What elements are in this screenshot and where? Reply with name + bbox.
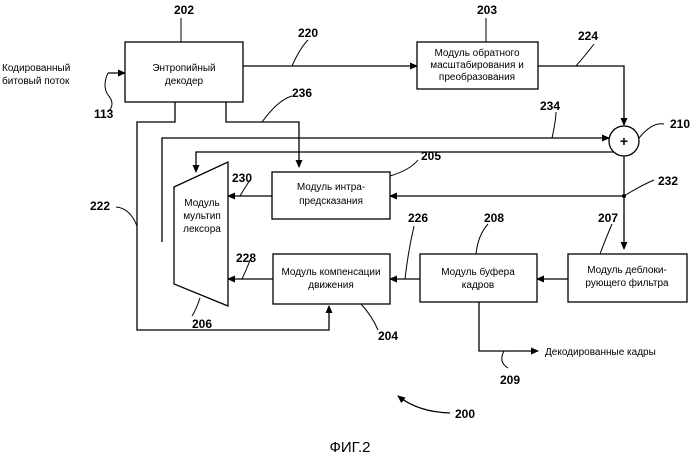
motion-compensation-block xyxy=(273,254,390,304)
ref-226: 226 xyxy=(408,211,428,225)
ref-200: 200 xyxy=(455,407,475,421)
entropy-decoder-line-1: Энтропийный xyxy=(152,63,215,74)
multiplexer-line-1: Модуль xyxy=(184,198,219,209)
multiplexer-line-3: лексора xyxy=(183,224,221,235)
leader-207 xyxy=(600,224,612,254)
figure-caption: ФИГ.2 xyxy=(330,439,371,456)
frame-buffer-line-2: кадров xyxy=(462,280,494,291)
figure-pointer-arrow xyxy=(398,396,450,413)
output-label: Декодированные кадры xyxy=(545,347,656,358)
ref-234: 234 xyxy=(540,99,560,113)
ref-204: 204 xyxy=(378,329,398,343)
frame-buffer-line-1: Модуль буфера xyxy=(441,266,515,278)
motion-compensation-line-2: движения xyxy=(308,280,354,291)
inverse-transform-line-2: масштабирования и xyxy=(430,59,524,71)
ref-228: 228 xyxy=(236,251,256,265)
ref-236: 236 xyxy=(292,86,312,100)
ref-210: 210 xyxy=(670,117,690,131)
leader-209 xyxy=(502,351,508,368)
leader-232 xyxy=(624,180,654,196)
ref-222: 222 xyxy=(90,199,110,213)
multiplexer-line-2: мультип xyxy=(183,211,221,222)
leader-208 xyxy=(476,224,488,254)
ref-224: 224 xyxy=(578,29,598,43)
leader-224 xyxy=(576,44,594,66)
leader-222 xyxy=(116,207,137,226)
arrow-236 xyxy=(226,102,299,167)
ref-202: 202 xyxy=(174,3,194,17)
leader-220 xyxy=(292,40,308,66)
input-label-line-1: Кодированный xyxy=(2,63,70,74)
arrow-224 xyxy=(538,66,624,125)
leader-205 xyxy=(390,160,418,176)
entropy-decoder-line-2: декодер xyxy=(165,76,204,87)
leader-234 xyxy=(552,112,556,138)
leader-226 xyxy=(405,226,414,279)
deblocking-filter-line-2: рующего фильтра xyxy=(585,277,669,289)
ref-209: 209 xyxy=(500,373,520,387)
ref-230: 230 xyxy=(232,171,252,185)
ref-208: 208 xyxy=(484,211,504,225)
leader-210 xyxy=(639,124,664,138)
ref-113: 113 xyxy=(94,107,114,121)
adder-symbol: + xyxy=(620,133,628,149)
inverse-transform-line-1: Модуль обратного xyxy=(434,47,520,59)
ref-206: 206 xyxy=(192,317,212,331)
input-label-line-2: битовый поток xyxy=(2,75,70,87)
leader-204 xyxy=(361,304,378,330)
arrow-output xyxy=(479,302,538,351)
inverse-transform-line-3: преобразования xyxy=(439,71,515,83)
ref-220: 220 xyxy=(298,26,318,40)
intra-prediction-line-1: Модуль интра- xyxy=(297,182,365,193)
leader-236 xyxy=(262,96,292,122)
ref-207: 207 xyxy=(598,211,618,225)
intra-prediction-line-2: предсказания xyxy=(299,196,363,207)
ref-203: 203 xyxy=(477,3,497,17)
frame-buffer-block xyxy=(420,254,537,302)
ref-232: 232 xyxy=(658,174,678,188)
motion-compensation-line-1: Модуль компенсации xyxy=(281,267,380,278)
ref-205: 205 xyxy=(421,149,441,163)
leader-206 xyxy=(192,298,200,316)
deblocking-filter-line-1: Модуль деблоки- xyxy=(587,264,667,276)
